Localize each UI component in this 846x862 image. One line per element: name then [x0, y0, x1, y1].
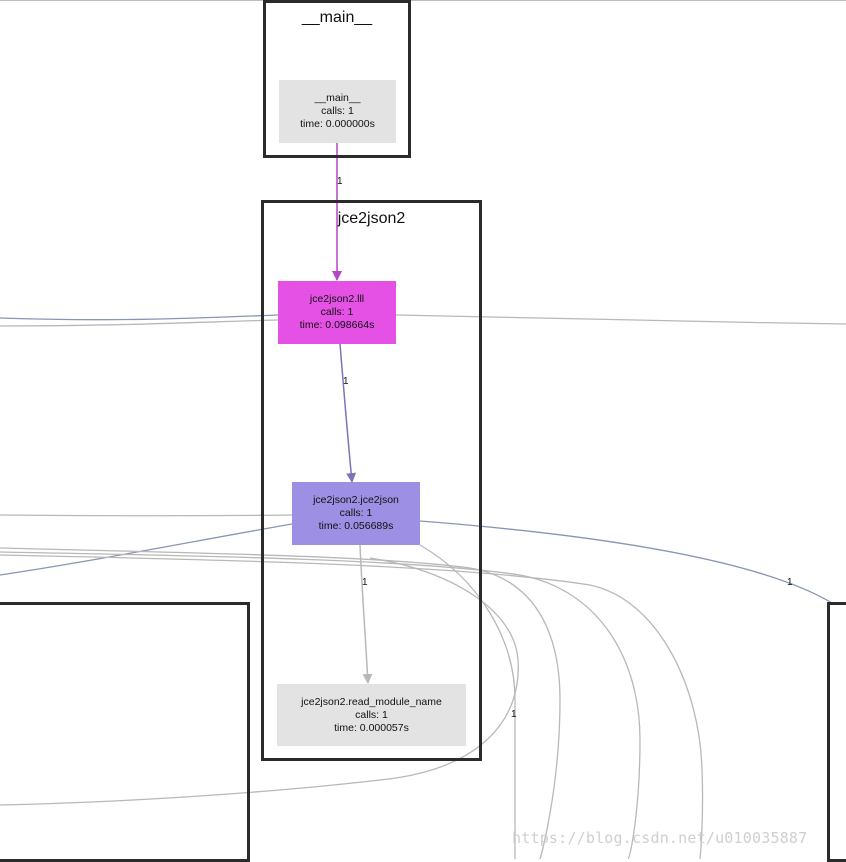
node-lll-calls: calls: 1 — [320, 306, 354, 318]
node-jce2json-name: jce2json2.jce2json — [313, 494, 399, 506]
edge-jce2json-to-read — [359, 544, 373, 684]
node-lll[interactable]: jce2json2.lll calls: 1 time: 0.098664s — [278, 281, 396, 344]
node-lll-name: jce2json2.lll — [309, 293, 365, 305]
edge-label-main-lll: 1 — [337, 176, 343, 187]
node-lll-time: time: 0.098664s — [299, 319, 375, 331]
edge-sweep-3 — [0, 554, 704, 859]
edge-jce2json-to-left — [0, 523, 293, 576]
edge-label-loop: 1 — [511, 709, 517, 720]
node-read-module-name-time: time: 0.000057s — [334, 721, 409, 734]
node-read-module-name-name: jce2json2.read_module_name — [301, 695, 442, 708]
node-read-module-name[interactable]: jce2json2.read_module_name calls: 1 time… — [277, 684, 466, 746]
cluster-main-title: __main__ — [301, 9, 373, 26]
edge-label-jce2json-read: 1 — [362, 577, 368, 588]
edge-lll-to-jce2json — [339, 343, 357, 483]
cluster-left-partial — [0, 602, 250, 862]
edge-jce2json-to-right — [419, 520, 833, 604]
node-main-name: __main__ — [314, 92, 361, 104]
edge-loop-to-left — [0, 557, 519, 806]
edge-left-to-jce2json — [0, 514, 293, 517]
node-main-calls: calls: 1 — [321, 105, 354, 117]
node-jce2json-calls: calls: 1 — [339, 507, 373, 519]
cluster-jce2json2: jce2json2 — [261, 200, 482, 761]
edge-sweep-1 — [0, 547, 561, 859]
edge-sweep-2 — [0, 551, 641, 859]
node-jce2json-time: time: 0.056689s — [318, 520, 394, 532]
edge-jce2json-down — [419, 544, 516, 859]
node-read-module-name-calls: calls: 1 — [355, 708, 388, 721]
cluster-right-partial — [827, 602, 846, 862]
node-main[interactable]: __main__ calls: 1 time: 0.000000s — [279, 80, 396, 143]
edge-left-to-lll-2 — [0, 319, 279, 327]
cluster-jce2json2-title: jce2json2 — [337, 210, 406, 227]
edge-left-to-lll — [0, 314, 279, 321]
watermark: https://blog.csdn.net/u010035887 — [512, 829, 808, 847]
edge-label-lll-jce2json: 1 — [343, 376, 349, 387]
node-main-time: time: 0.000000s — [300, 118, 375, 130]
edge-lll-to-right — [395, 314, 846, 325]
node-jce2json[interactable]: jce2json2.jce2json calls: 1 time: 0.0566… — [292, 482, 420, 545]
cluster-main: __main__ — [263, 0, 411, 158]
edge-label-jce2json-right: 1 — [787, 577, 793, 588]
